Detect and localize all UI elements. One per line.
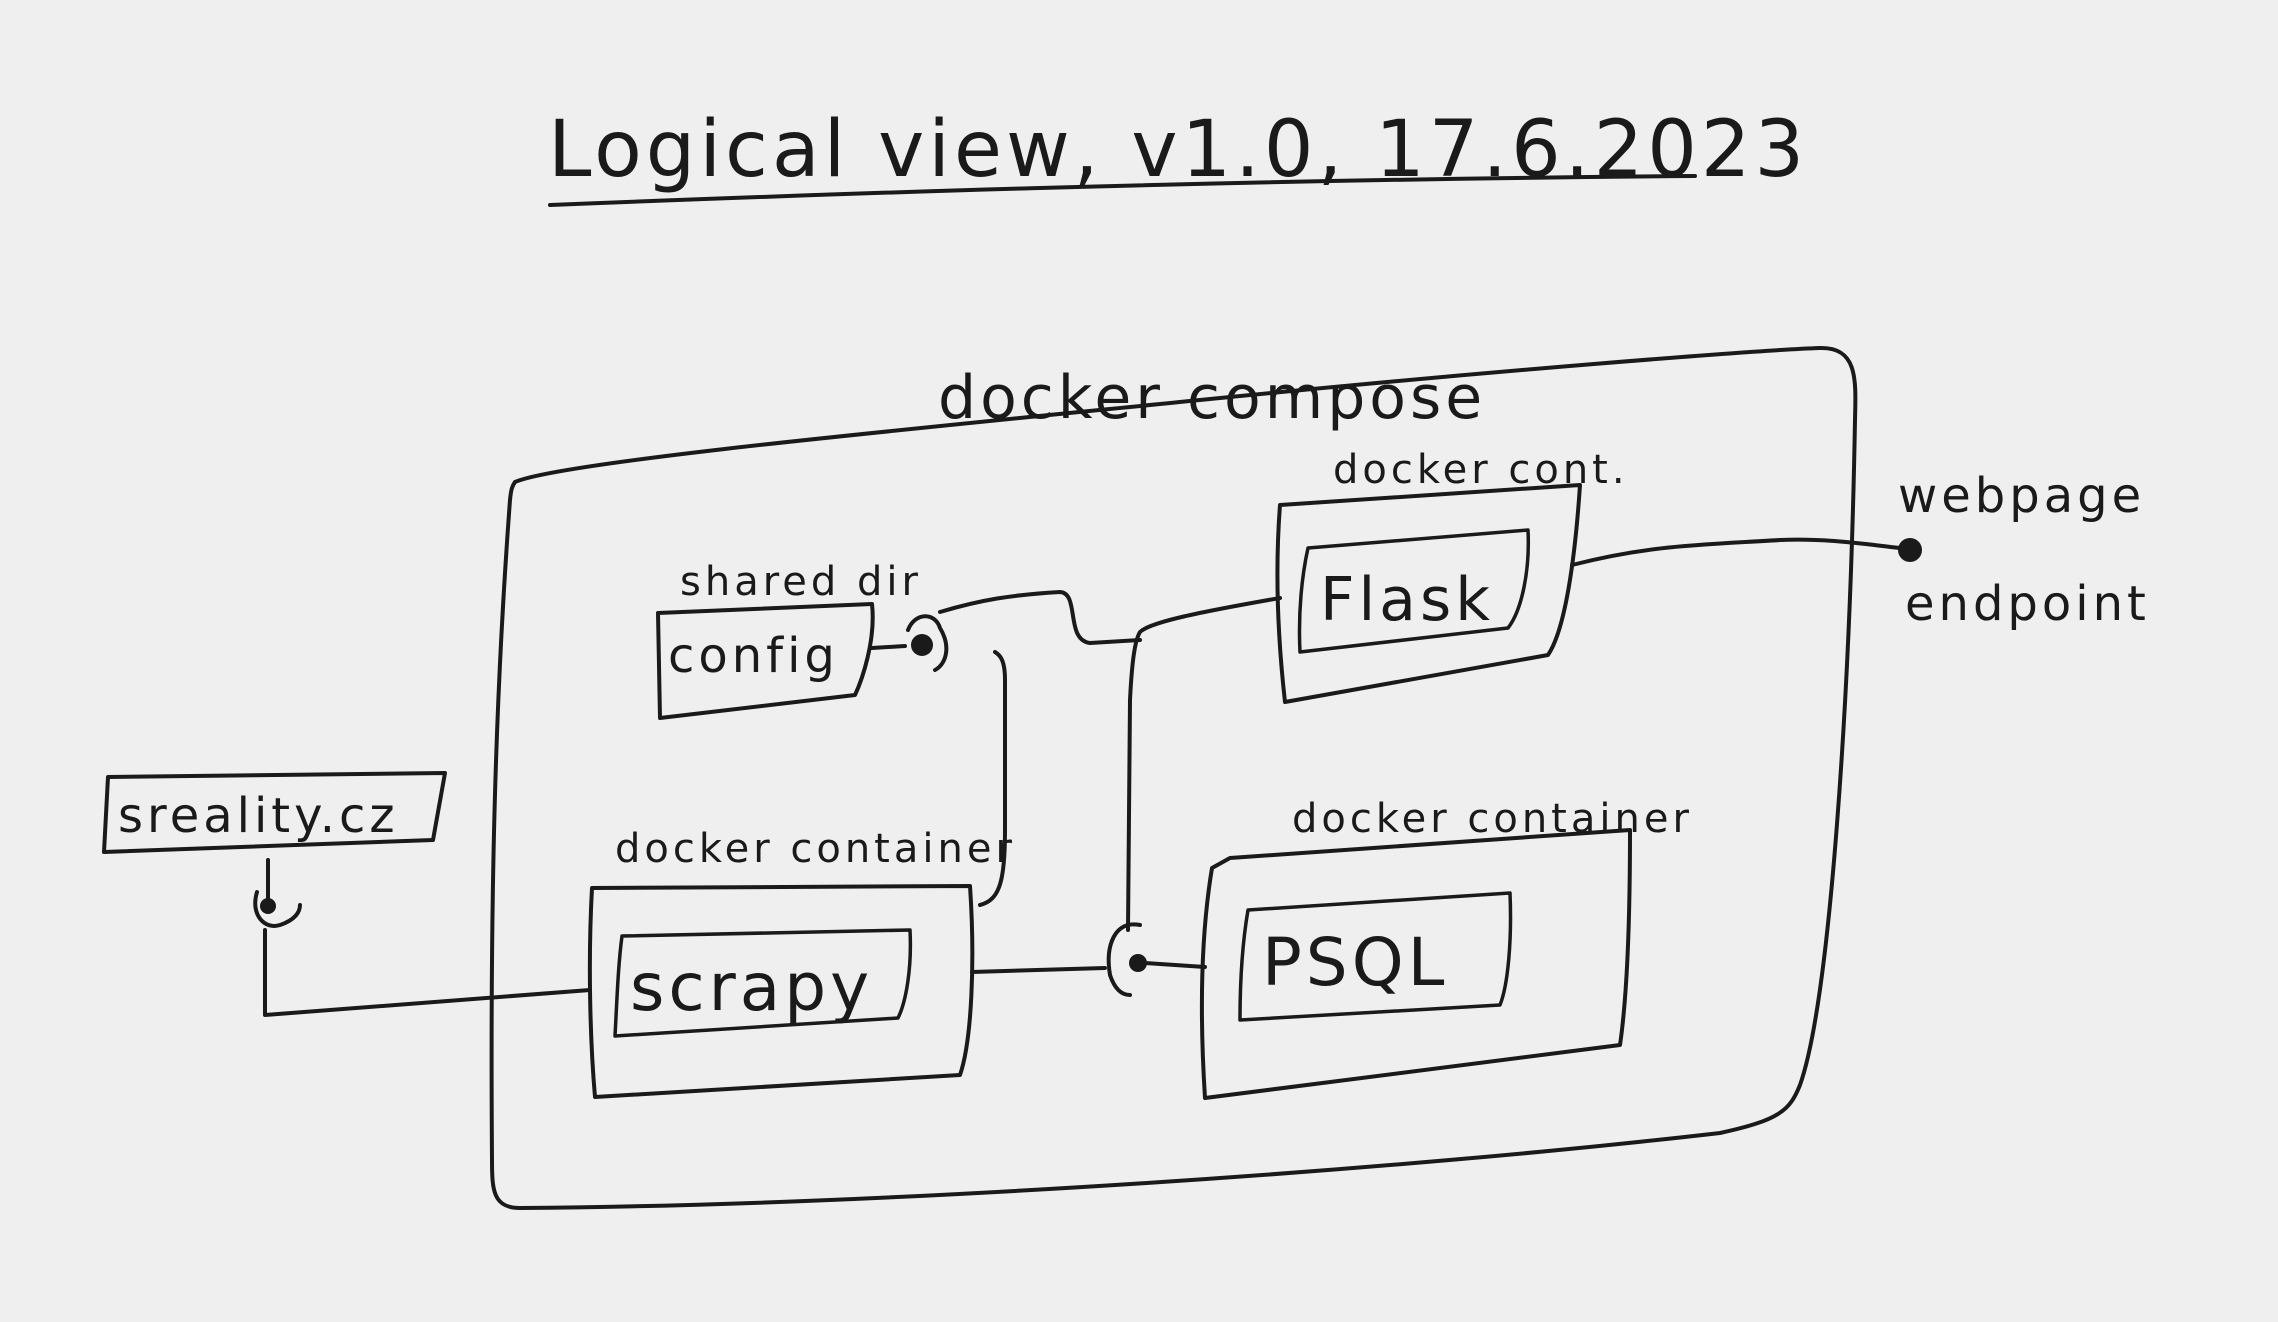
scrapy-to-psql-line bbox=[970, 966, 1107, 974]
flask-inner-box bbox=[1297, 528, 1531, 654]
flask-container-box bbox=[1275, 483, 1582, 704]
psql-container-box bbox=[1199, 828, 1632, 1100]
psql-label: PSQL bbox=[1262, 924, 1448, 1001]
psql-required-socket bbox=[1106, 922, 1142, 997]
config-provided-dot bbox=[911, 634, 933, 656]
psql-container-label: docker container bbox=[1292, 796, 1693, 842]
scrapy-inner-box bbox=[613, 928, 913, 1038]
flask-to-bus-line bbox=[1126, 596, 1282, 932]
shared-dir-label: shared dir bbox=[680, 559, 922, 605]
sreality-socket-dot bbox=[260, 898, 276, 914]
flask-label: Flask bbox=[1320, 565, 1494, 635]
flask-container-label: docker cont. bbox=[1333, 447, 1629, 493]
psql-inner-box bbox=[1238, 891, 1513, 1022]
scrapy-label: scrapy bbox=[630, 949, 873, 1026]
scrapy-container-box bbox=[587, 884, 975, 1099]
sreality-label: sreality.cz bbox=[118, 788, 399, 844]
scrapy-to-config-line bbox=[978, 650, 1007, 907]
docker-compose-boundary bbox=[489, 345, 1858, 1210]
scrapy-to-sreality-line bbox=[263, 928, 592, 1017]
docker-compose-label: docker compose bbox=[938, 363, 1486, 433]
psql-port-line bbox=[1143, 961, 1207, 969]
psql-provided-dot bbox=[1129, 954, 1147, 972]
title-underline bbox=[548, 174, 1697, 207]
endpoint-dot bbox=[1898, 538, 1922, 562]
config-port-line bbox=[870, 644, 907, 650]
config-label: config bbox=[668, 628, 839, 684]
flask-to-endpoint-line bbox=[1570, 537, 1902, 567]
config-required-socket bbox=[906, 614, 949, 672]
config-to-flask-line bbox=[938, 590, 1142, 645]
endpoint-label-2: endpoint bbox=[1905, 576, 2150, 632]
sreality-box bbox=[102, 771, 447, 854]
scrapy-container-label: docker container bbox=[615, 826, 1016, 872]
sreality-socket bbox=[253, 890, 302, 928]
endpoint-label-1: webpage bbox=[1898, 468, 2145, 524]
config-box bbox=[656, 602, 875, 720]
diagram-title: Logical view, v1.0, 17.6.2023 bbox=[548, 105, 1808, 195]
